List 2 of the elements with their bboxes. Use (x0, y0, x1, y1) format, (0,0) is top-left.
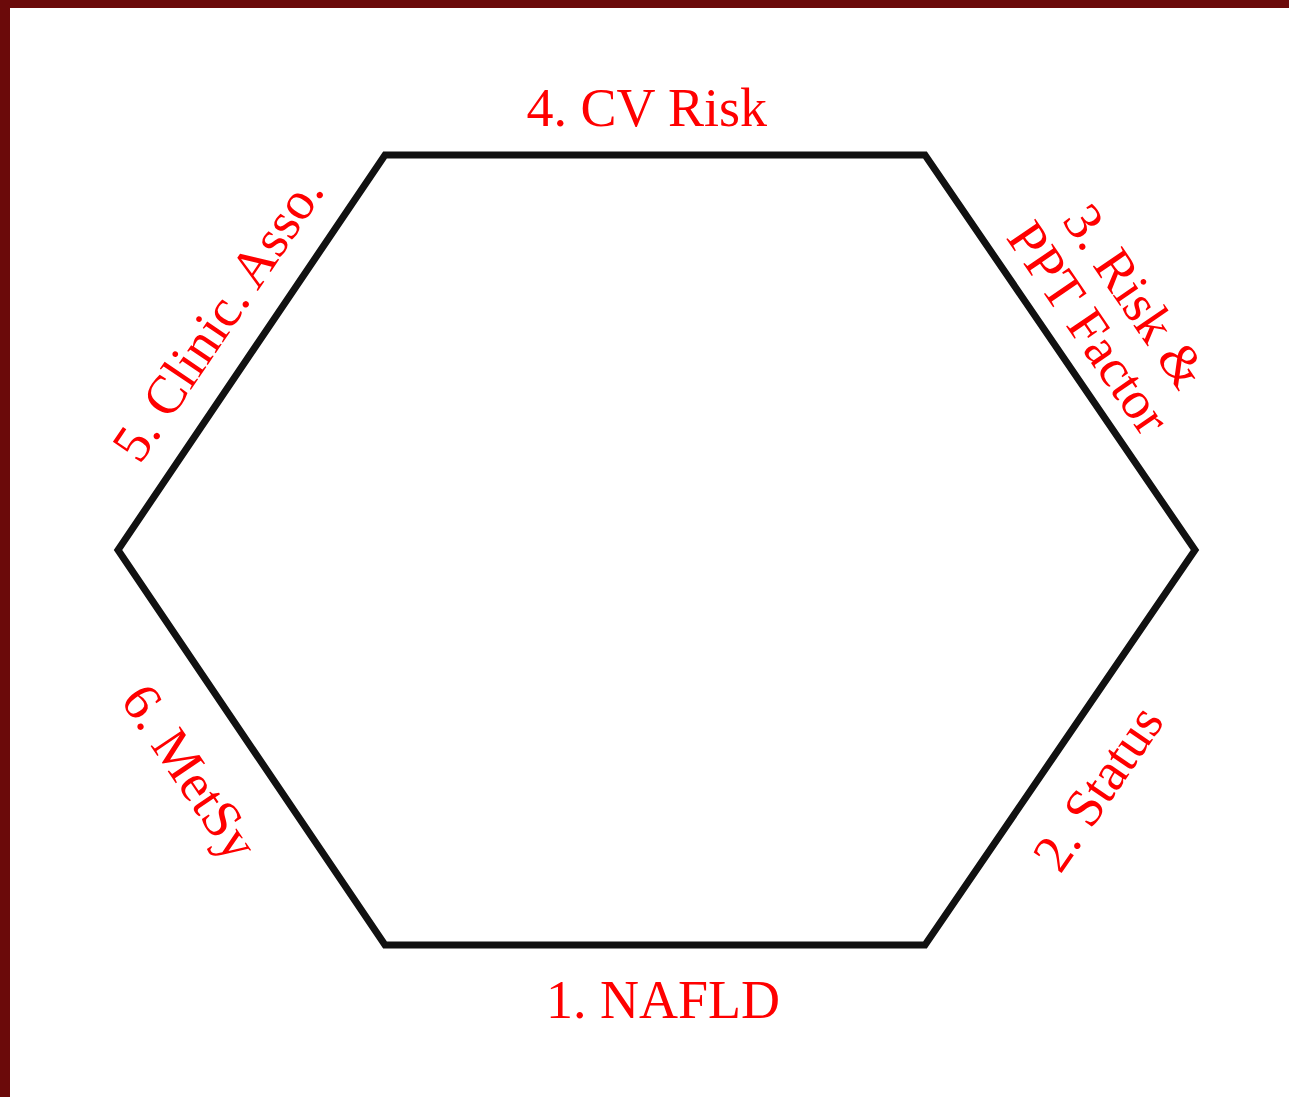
side-label: 4. CV Risk (526, 80, 768, 136)
side-label: 1. NAFLD (546, 972, 780, 1028)
